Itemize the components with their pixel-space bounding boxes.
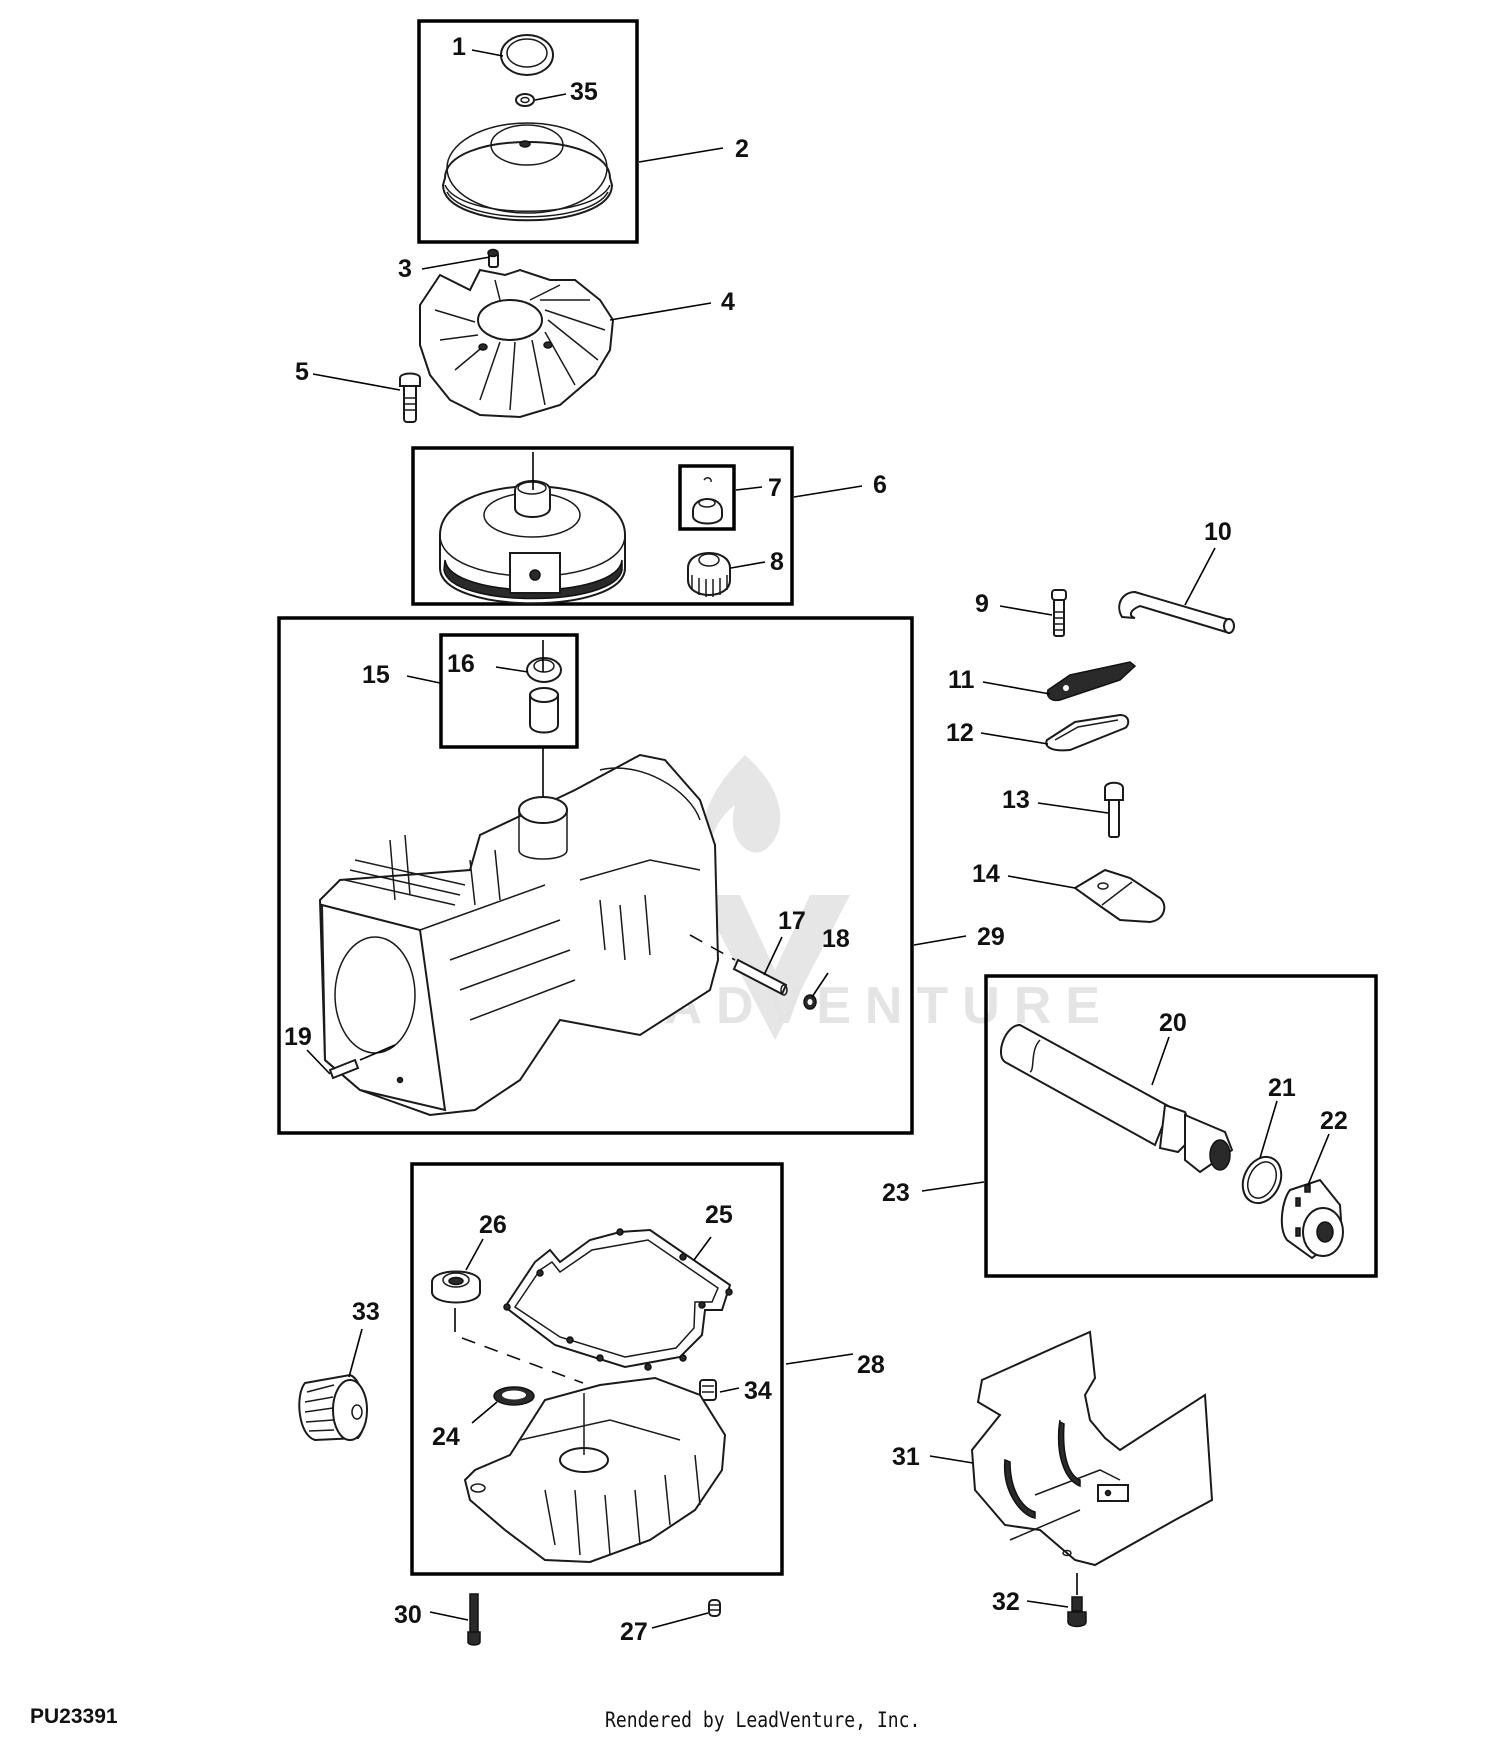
callout-5[interactable]: 5	[295, 358, 309, 386]
callout-31[interactable]: 31	[892, 1443, 920, 1471]
diagram-id: PU23391	[30, 1705, 118, 1728]
part-3-screw[interactable]	[487, 248, 499, 268]
callout-34[interactable]: 34	[744, 1377, 772, 1405]
callout-14[interactable]: 14	[972, 860, 1000, 888]
callout-18[interactable]: 18	[822, 925, 850, 953]
render-credit: Rendered by LeadVenture, Inc.	[605, 1708, 921, 1732]
callout-24[interactable]: 24	[432, 1423, 460, 1451]
part-35-washer[interactable]	[515, 93, 535, 107]
part-31-shroud[interactable]	[970, 1330, 1214, 1567]
callout-30[interactable]: 30	[394, 1601, 422, 1629]
part-34-plug[interactable]	[699, 1379, 717, 1401]
part-28-cover[interactable]	[463, 1376, 727, 1564]
callout-22[interactable]: 22	[1320, 1107, 1348, 1135]
callout-23[interactable]: 23	[882, 1179, 910, 1207]
callout-28[interactable]: 28	[857, 1351, 885, 1379]
callout-26[interactable]: 26	[479, 1211, 507, 1239]
part-17-pin[interactable]	[689, 934, 788, 996]
part-9-bolt[interactable]	[1051, 589, 1067, 637]
part-20-tube[interactable]	[1000, 1023, 1234, 1174]
part-11-plate[interactable]	[1046, 661, 1137, 702]
group-box-2	[417, 19, 639, 244]
callout-27[interactable]: 27	[620, 1618, 648, 1646]
part-18-nut[interactable]	[803, 994, 817, 1010]
part-12-gasket[interactable]	[1045, 713, 1130, 752]
callout-35[interactable]: 35	[570, 78, 598, 106]
callout-11[interactable]: 11	[948, 666, 975, 694]
part-26-seal[interactable]	[431, 1270, 584, 1384]
group-box-7	[678, 464, 736, 531]
callout-33[interactable]: 33	[352, 1298, 380, 1326]
part-25-gasket[interactable]	[503, 1228, 733, 1371]
part-21-oring[interactable]	[1236, 1151, 1289, 1210]
group-box-6	[411, 446, 794, 606]
callout-21[interactable]: 21	[1268, 1074, 1296, 1102]
part-15-bushing[interactable]	[529, 687, 559, 734]
callout-17[interactable]: 17	[778, 907, 806, 935]
part-1-seal[interactable]	[500, 34, 554, 76]
part-19-dowel[interactable]	[328, 1044, 396, 1080]
part-16-bearing[interactable]	[526, 640, 562, 683]
group-box-29	[277, 616, 914, 1135]
part-13-bolt[interactable]	[1104, 781, 1124, 838]
part-22-cap[interactable]	[1280, 1178, 1344, 1260]
part-14-plate[interactable]	[1073, 868, 1166, 924]
callout-4[interactable]: 4	[721, 288, 735, 316]
group-box-15	[439, 633, 579, 749]
part-2-cover[interactable]	[441, 122, 614, 222]
callout-2[interactable]: 2	[735, 135, 749, 163]
callout-15[interactable]: 15	[362, 661, 390, 689]
callout-8[interactable]: 8	[770, 548, 784, 576]
callout-25[interactable]: 25	[705, 1201, 733, 1229]
callout-12[interactable]: 12	[946, 719, 974, 747]
part-7-nut[interactable]	[692, 477, 723, 525]
part-30-bolt[interactable]	[467, 1593, 481, 1646]
callout-3[interactable]: 3	[398, 255, 412, 283]
callout-13[interactable]: 13	[1002, 786, 1030, 814]
part-27-plug[interactable]	[708, 1599, 721, 1617]
part-32-screw[interactable]	[1067, 1573, 1087, 1628]
callout-labels: 1 2 3 4 5 6 7 8 9 10 11 12 13 14 15 16 1…	[284, 33, 1348, 1646]
group-box-23	[984, 974, 1378, 1278]
callout-7[interactable]: 7	[768, 474, 782, 502]
part-33-filter[interactable]	[298, 1373, 368, 1442]
callout-6[interactable]: 6	[873, 471, 887, 499]
callout-32[interactable]: 32	[992, 1588, 1020, 1616]
callout-16[interactable]: 16	[447, 650, 475, 678]
part-10-tube[interactable]	[1118, 590, 1235, 634]
group-box-28	[410, 1162, 784, 1576]
callout-1[interactable]: 1	[452, 33, 466, 61]
callout-29[interactable]: 29	[977, 923, 1005, 951]
leader-lines	[306, 49, 1330, 1629]
part-4-fan[interactable]	[419, 268, 615, 419]
part-24-seal[interactable]	[493, 1386, 535, 1406]
callout-10[interactable]: 10	[1204, 518, 1232, 546]
part-29-block[interactable]	[318, 753, 720, 1117]
part-6-flywheel[interactable]	[439, 452, 626, 605]
callout-19[interactable]: 19	[284, 1023, 312, 1051]
callout-20[interactable]: 20	[1159, 1009, 1187, 1037]
part-5-bolt[interactable]	[399, 372, 421, 423]
callout-9[interactable]: 9	[975, 590, 989, 618]
part-8-gear[interactable]	[687, 552, 731, 597]
